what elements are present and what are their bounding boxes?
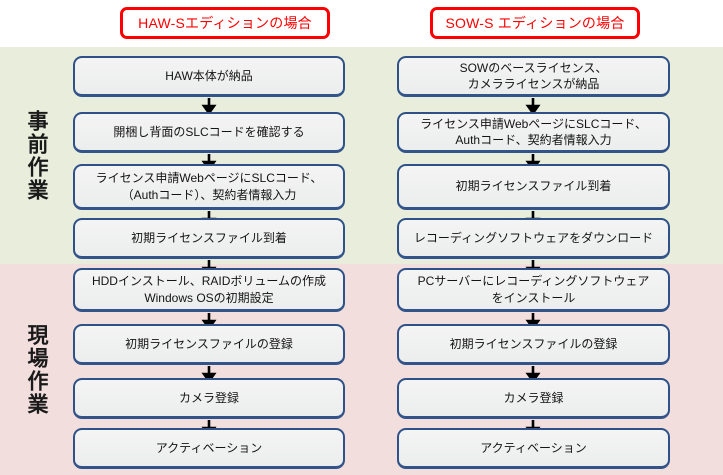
flow-arrow-right-6 <box>525 366 541 384</box>
flow-step-left-6: 初期ライセンスファイルの登録 <box>73 324 345 365</box>
flow-step-left-3: ライセンス申請WebページにSLCコード、 （Authコード）、契約者情報入力 <box>73 164 345 210</box>
flow-step-right-1: SOWのベースライセンス、 カメラライセンスが納品 <box>397 56 670 97</box>
flow-step-right-8: アクティベーション <box>397 428 670 469</box>
phase-label-pre: 事前作業 <box>25 109 49 202</box>
flow-step-left-2: 開梱し背面のSLCコードを確認する <box>73 112 345 153</box>
flow-step-left-1: HAW本体が納品 <box>73 56 345 97</box>
flow-step-right-6: 初期ライセンスファイルの登録 <box>397 324 670 365</box>
flow-step-left-4: 初期ライセンスファイル到着 <box>73 218 345 259</box>
flow-step-left-5: HDDインストール、RAIDボリュームの作成 Windows OSの初期設定 <box>73 268 345 312</box>
flow-arrow-right-1 <box>525 98 541 116</box>
flow-step-right-5: PCサーバーにレコーディングソフトウェア をインストール <box>397 268 670 312</box>
flow-step-right-2: ライセンス申請WebページにSLCコード、 Authコード、契約者情報入力 <box>397 112 670 153</box>
flow-step-left-8: アクティベーション <box>73 428 345 469</box>
flow-step-right-4: レコーディングソフトウェアをダウンロード <box>397 218 670 259</box>
flow-arrow-left-6 <box>201 366 217 384</box>
flow-step-right-3: 初期ライセンスファイル到着 <box>397 164 670 210</box>
flow-step-left-7: カメラ登録 <box>73 378 345 419</box>
flow-step-right-7: カメラ登録 <box>397 378 670 419</box>
flow-arrow-left-1 <box>201 98 217 116</box>
phase-label-onsite: 現場作業 <box>25 323 49 416</box>
edition-header-haw-s: HAW-Sエディションの場合 <box>120 7 330 39</box>
edition-header-sow-s: SOW-S エディションの場合 <box>430 7 640 39</box>
